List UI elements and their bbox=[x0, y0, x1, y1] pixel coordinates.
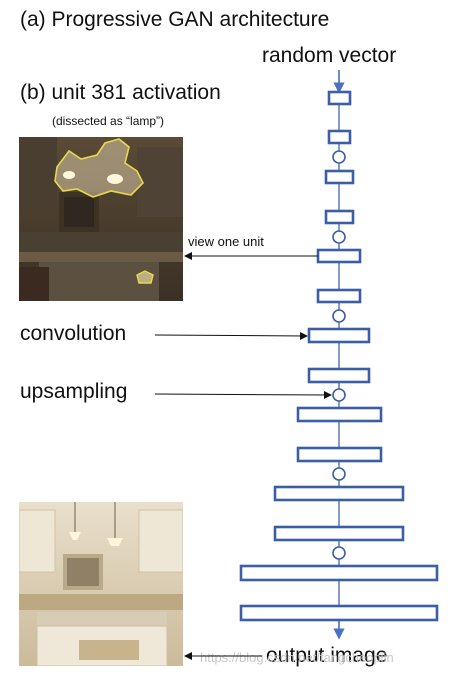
conv-block bbox=[324, 209, 355, 225]
conv-block bbox=[316, 288, 362, 304]
conv-block bbox=[324, 169, 355, 185]
conv-block bbox=[307, 367, 371, 384]
conv-block bbox=[316, 248, 362, 264]
random-vector-label: random vector bbox=[262, 44, 397, 67]
convolution-label: convolution bbox=[20, 322, 127, 345]
upsampling-label: upsampling bbox=[20, 380, 128, 403]
conv-block bbox=[327, 129, 352, 145]
activation-note: (dissected as “lamp”) bbox=[52, 114, 165, 128]
conv-block bbox=[273, 485, 405, 502]
upsample-node bbox=[332, 309, 346, 323]
convolution-pointer bbox=[154, 331, 308, 340]
conv-block bbox=[296, 446, 383, 463]
conv-block bbox=[239, 564, 439, 582]
upsample-node bbox=[332, 467, 346, 481]
output-image bbox=[19, 502, 183, 666]
conv-block bbox=[307, 327, 371, 344]
upsample-node bbox=[332, 546, 346, 560]
upsample-node bbox=[332, 150, 346, 164]
conv-block bbox=[296, 406, 383, 423]
upsample-node bbox=[332, 388, 346, 402]
watermark: https://blog.csdn.net/fangcheoplin bbox=[200, 650, 394, 665]
conv-block bbox=[273, 525, 405, 542]
output-image-label: output image bbox=[266, 644, 388, 667]
activation-image bbox=[19, 137, 183, 301]
activation-heading: (b) unit 381 activation bbox=[20, 81, 221, 104]
upsample-node bbox=[332, 230, 346, 244]
conv-block bbox=[239, 604, 439, 622]
view-one-unit-label: view one unit bbox=[188, 234, 264, 249]
conv-block bbox=[327, 90, 352, 106]
upsampling-pointer bbox=[154, 390, 332, 399]
diagram-title: (a) Progressive GAN architecture bbox=[20, 8, 330, 31]
